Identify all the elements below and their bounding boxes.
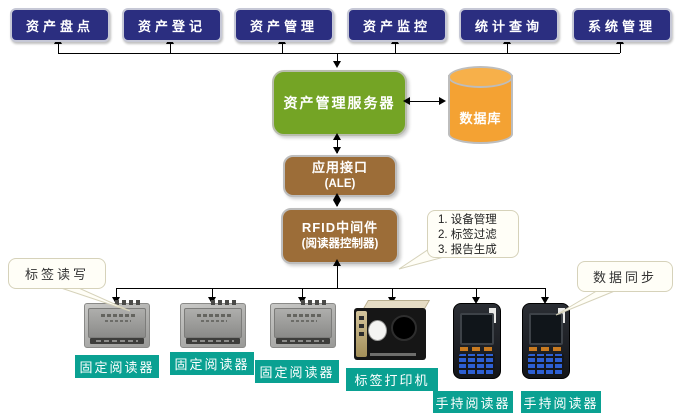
module-asset-registration: 资产登记 [122, 8, 222, 42]
connector-line [58, 43, 59, 53]
connector-line [337, 53, 338, 62]
server-box: 资产管理服务器 [272, 70, 407, 136]
module-label: 资产监控 [362, 18, 431, 34]
antenna-ports [115, 300, 142, 305]
bus-middleware-line [337, 263, 338, 288]
middleware-subtitle: (阅读器控制器) [301, 238, 379, 250]
database-body [448, 75, 513, 144]
connector-line [116, 288, 117, 299]
handheld-reader-2-image [522, 303, 570, 379]
label-printer-image [354, 300, 431, 362]
rfid-middleware-box: RFID中间件 (阅读器控制器) [281, 208, 399, 264]
note-item-2: 2. 标签过滤 [438, 229, 497, 241]
module-label: 系统管理 [587, 18, 656, 34]
arrow-to-server [333, 61, 341, 68]
fixed-reader-3-image [270, 300, 336, 348]
arrowhead-to-interface [333, 147, 341, 154]
handheld-screen [460, 313, 494, 345]
middleware-title: RFID中间件 [301, 220, 379, 235]
connector-line [395, 43, 396, 53]
data-sync-callout: 数据同步 [577, 261, 673, 292]
module-label: 资产管理 [249, 18, 318, 34]
connector-line [282, 43, 283, 53]
module-asset-monitoring: 资产监控 [347, 8, 447, 42]
ribbon-window [391, 315, 417, 341]
connector-line [476, 288, 477, 299]
server-label: 资产管理服务器 [283, 95, 396, 111]
arrowhead-to-middleware [333, 200, 341, 207]
fixed-reader-1-image [84, 300, 150, 348]
module-statistics-query: 统计查询 [459, 8, 559, 42]
handheld-keypad [528, 354, 564, 374]
database-label: 数据库 [459, 111, 502, 126]
handheld-screen [529, 313, 563, 345]
data-sync-label: 数据同步 [592, 270, 657, 285]
app-interface-subtitle: (ALE) [324, 178, 356, 190]
middleware-note-callout: 1. 设备管理 2. 标签过滤 3. 报告生成 [427, 210, 519, 258]
server-interface-line [337, 136, 338, 153]
module-system-management: 系统管理 [572, 8, 672, 42]
connector-line [392, 288, 393, 299]
connector-line [212, 288, 213, 299]
module-label: 统计查询 [474, 18, 543, 34]
connector-line [170, 43, 171, 53]
antenna-ports [211, 300, 238, 305]
fixed-reader-1-label: 固定阅读器 [75, 355, 159, 378]
fixed-reader-2-image [180, 300, 246, 348]
arrow-to-handheld-reader-1 [472, 297, 480, 304]
arrowhead-to-server [403, 97, 410, 105]
connector-line [302, 288, 303, 299]
connector-line [507, 43, 508, 53]
device-bus-line [116, 288, 545, 289]
fixed-reader-3-label: 固定阅读器 [255, 360, 339, 383]
module-asset-management: 资产管理 [234, 8, 334, 42]
antenna-ports [301, 300, 328, 305]
tag-readwrite-label: 标签读写 [24, 267, 89, 282]
label-roll [368, 320, 387, 341]
database-cylinder: 数据库 [448, 66, 513, 144]
note-item-1: 1. 设备管理 [438, 214, 497, 226]
arrowhead-to-interface-bottom [333, 193, 341, 200]
note-item-3: 3. 报告生成 [438, 244, 497, 256]
database-top [448, 66, 513, 88]
app-interface-title: 应用接口 [311, 160, 368, 175]
handheld-reader-1-label: 手持阅读器 [433, 391, 513, 413]
arrowhead-to-database [439, 97, 446, 105]
connector-line [620, 43, 621, 53]
fixed-reader-2-label: 固定阅读器 [170, 352, 254, 375]
connector-line [545, 288, 546, 299]
server-database-line [408, 101, 442, 102]
arrow-to-handheld-reader-2 [541, 297, 549, 304]
module-label: 资产登记 [137, 18, 206, 34]
module-asset-inventory: 资产盘点 [10, 8, 110, 42]
tag-readwrite-callout: 标签读写 [8, 258, 106, 289]
handheld-keypad [459, 354, 495, 374]
top-bus-line [58, 53, 620, 54]
label-printer-label: 标签打印机 [346, 368, 438, 391]
module-label: 资产盘点 [25, 18, 94, 34]
handheld-reader-2-label: 手持阅读器 [521, 391, 601, 413]
handheld-reader-1-image [453, 303, 501, 379]
arrowhead-to-server-bottom [333, 133, 341, 140]
arrowhead-to-middleware-bottom [333, 259, 341, 266]
